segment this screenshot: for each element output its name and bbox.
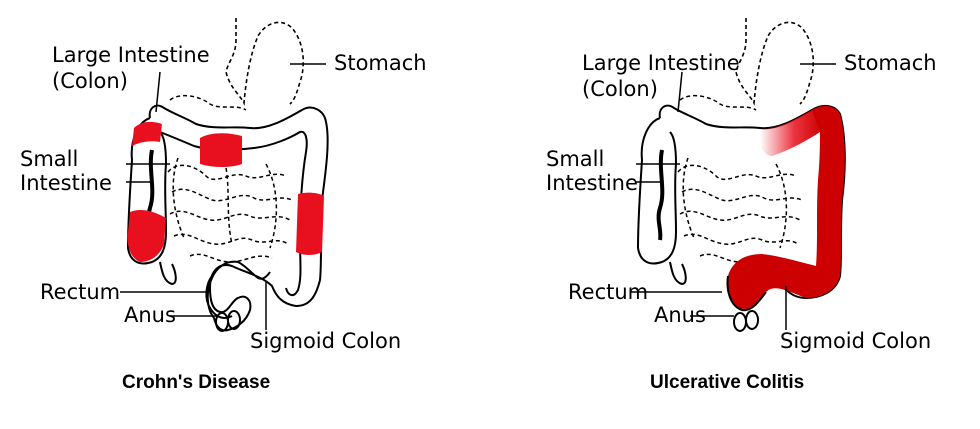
crohns-inflamed-patches [127, 121, 324, 262]
label-stomach: Stomach [334, 51, 427, 75]
anus [733, 312, 747, 332]
ulcerative-colitis-intestine-illustration: Large Intestine (Colon) Stomach Small In… [546, 18, 937, 353]
label-colon: (Colon) [582, 77, 658, 101]
small-intestine-loops [677, 94, 803, 263]
appendix [159, 261, 177, 286]
label-sigmoid-colon: Sigmoid Colon [780, 329, 931, 353]
ascending-colon [636, 117, 678, 265]
label-rectum: Rectum [40, 280, 120, 304]
label-large-intestine: Large Intestine [52, 43, 210, 67]
label-sigmoid-colon: Sigmoid Colon [250, 329, 401, 353]
label-large-intestine: Large Intestine [582, 51, 740, 75]
rectum-outline [726, 275, 767, 312]
leader-lines [120, 63, 326, 330]
terminal-ileum [656, 149, 665, 241]
label-small: Small [20, 147, 78, 171]
appendix [669, 261, 687, 286]
label-stomach: Stomach [844, 51, 937, 75]
stomach-outline [225, 18, 305, 106]
ucolitis-inflamed-region [727, 105, 845, 311]
label-rectum: Rectum [568, 280, 648, 304]
colon-outline [148, 104, 329, 332]
stomach-outline [735, 18, 815, 106]
crohns-intestine-illustration: Large Intestine (Colon) Stomach Small In… [20, 18, 427, 353]
label-anus: Anus [124, 303, 176, 327]
label-colon: (Colon) [52, 69, 128, 93]
label-small: Small [546, 147, 604, 171]
leader-lines [630, 63, 836, 330]
label-intestine: Intestine [546, 171, 638, 195]
ucolitis-caption: Ulcerative Colitis [650, 372, 805, 393]
crohns-caption: Crohn's Disease [122, 372, 271, 393]
small-intestine-loops [167, 94, 293, 263]
label-intestine: Intestine [20, 171, 112, 195]
ulcerative-colitis-diagram-panel: Large Intestine (Colon) Stomach Small In… [490, 0, 980, 429]
crohns-diagram-panel: Large Intestine (Colon) Stomach Small In… [20, 18, 427, 393]
label-anus: Anus [654, 303, 706, 327]
rectum-outline [205, 275, 233, 319]
